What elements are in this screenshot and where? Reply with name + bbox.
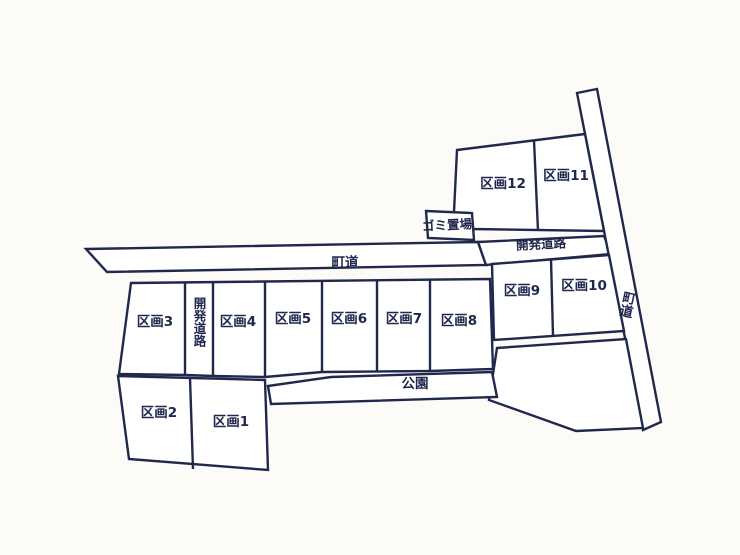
lot11-label: 区画11 <box>543 168 589 184</box>
divider-lot9-lot10 <box>549 258 555 337</box>
park-shape <box>266 370 499 406</box>
lot4-label: 区画4 <box>220 314 256 330</box>
town-road-right-label: 町道 <box>615 289 637 320</box>
lot9-label: 区画9 <box>504 283 540 299</box>
lot7-label: 区画7 <box>386 311 422 327</box>
dev-road-upper-right-label: 開発道路 <box>516 235 567 253</box>
block-lot3-to-lot8-shape <box>117 277 495 379</box>
lot10-label: 区画10 <box>561 278 607 294</box>
town-road-main-shape <box>83 240 488 274</box>
lot2-label: 区画2 <box>141 405 177 421</box>
lot6-label: 区画6 <box>331 311 367 327</box>
block-lot1-lot2-shape <box>116 374 270 472</box>
divider-lot11-lot12 <box>532 139 540 232</box>
lot5-label: 区画5 <box>275 311 311 327</box>
divider-lot1-lot2 <box>188 377 195 470</box>
garbage-station-label: ゴミ置場 <box>422 216 473 234</box>
dev-road-vertical-label: 開発道路 <box>192 297 207 348</box>
block-lot9-lot10-shape <box>490 253 626 342</box>
garbage-station-shape <box>424 209 476 242</box>
lot8-label: 区画8 <box>441 313 477 329</box>
park-label: 公園 <box>402 376 429 392</box>
lot3-label: 区画3 <box>137 314 173 330</box>
lot1-label: 区画1 <box>213 414 249 430</box>
lot12-label: 区画12 <box>480 176 526 192</box>
town-road-main-label: 町道 <box>332 254 359 271</box>
open-wedge-shape <box>487 337 645 433</box>
